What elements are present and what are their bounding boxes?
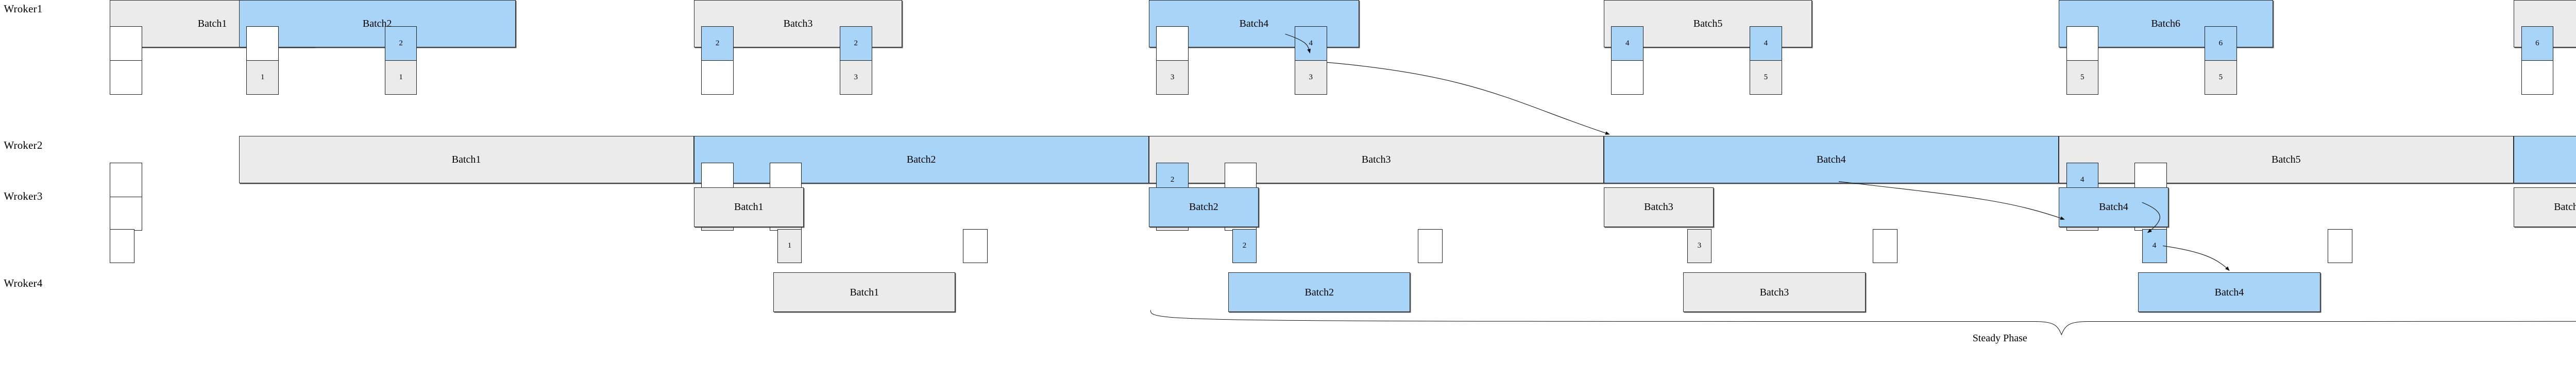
micro-cell[interactable] — [1873, 229, 1898, 263]
micro-cell[interactable]: 4 — [1611, 26, 1644, 61]
micro-stack-worker3-2 — [963, 229, 988, 263]
batch-bar-worker1-batch2[interactable]: Batch2 — [239, 0, 516, 47]
arrow-micro4-to-worker2bar — [1327, 62, 1612, 136]
micro-cell[interactable]: 4 — [2142, 229, 2167, 263]
micro-stack-worker3-4 — [1418, 229, 1443, 263]
micro-stack-worker3-8 — [2328, 229, 2353, 263]
micro-cell[interactable]: 2 — [839, 26, 872, 61]
batch-bar-worker2-batch5[interactable]: Batch5 — [2058, 136, 2514, 184]
micro-cell[interactable] — [246, 26, 279, 61]
micro-cell[interactable] — [1611, 61, 1644, 95]
micro-cell[interactable]: 3 — [1295, 61, 1327, 95]
micro-cell[interactable]: 1 — [246, 61, 279, 95]
micro-stack-worker3-5: 3 — [1687, 229, 1712, 263]
micro-cell[interactable] — [2066, 26, 2099, 61]
micro-cell[interactable]: 5 — [2205, 61, 2237, 95]
micro-cell[interactable] — [2328, 229, 2353, 263]
micro-cell[interactable] — [110, 162, 142, 197]
steady-phase-brace — [1150, 310, 2576, 335]
micro-cell[interactable] — [110, 26, 142, 61]
batch-bar-worker3-batch4[interactable]: Batch4 — [2058, 187, 2169, 227]
micro-cell[interactable]: 2 — [384, 26, 417, 61]
micro-stack-worker3-1: 1 — [777, 229, 802, 263]
micro-cell[interactable] — [1156, 26, 1189, 61]
micro-stack-worker3-6 — [1873, 229, 1898, 263]
micro-cell[interactable] — [110, 229, 135, 263]
row-label-worker4: Wroker4 — [4, 277, 43, 289]
batch-bar-worker4-batch2[interactable]: Batch2 — [1228, 272, 1411, 312]
micro-cell[interactable]: 2 — [701, 26, 734, 61]
row-label-worker3: Wroker3 — [4, 190, 43, 203]
row-label-worker2: Wroker2 — [4, 138, 43, 151]
micro-cell[interactable] — [701, 61, 734, 95]
micro-stack-worker3-7: 4 — [2142, 229, 2167, 263]
steady-phase-label: Steady Phase — [1972, 332, 2027, 344]
micro-stack-worker1-11: 6 — [2521, 26, 2554, 95]
micro-stack-worker2-0 — [110, 162, 142, 231]
micro-cell[interactable]: 6 — [2205, 26, 2237, 61]
row-label-worker1: Wroker1 — [4, 3, 43, 15]
batch-bar-worker2-batch4[interactable]: Batch4 — [1603, 136, 2059, 184]
micro-cell[interactable]: 3 — [1687, 229, 1712, 263]
arrow-micro4-to-worker4bar — [2163, 246, 2231, 272]
batch-bar-worker3-batch2[interactable]: Batch2 — [1148, 187, 1259, 227]
batch-bar-worker4-batch3[interactable]: Batch3 — [1683, 272, 1866, 312]
arrow-worker2batch4-to-micro — [1839, 182, 2066, 221]
batch-bar-worker2-batch6[interactable]: Batch6 — [2513, 136, 2576, 184]
micro-stack-worker1-7: 4 — [1611, 26, 1644, 95]
micro-cell[interactable]: 6 — [2521, 26, 2554, 61]
batch-bar-worker2-batch3[interactable]: Batch3 — [1148, 136, 1604, 184]
batch-bar-worker3-batch1[interactable]: Batch1 — [693, 187, 804, 227]
micro-cell[interactable]: 5 — [1750, 61, 1782, 95]
micro-cell[interactable]: 3 — [839, 61, 872, 95]
micro-cell[interactable]: 1 — [777, 229, 802, 263]
micro-cell[interactable]: 4 — [1750, 26, 1782, 61]
micro-stack-worker1-1: 1 — [246, 26, 279, 95]
micro-cell[interactable] — [2521, 61, 2554, 95]
micro-cell[interactable]: 5 — [2066, 61, 2099, 95]
micro-stack-worker3-0 — [110, 229, 135, 263]
batch-bar-worker2-batch2[interactable]: Batch2 — [693, 136, 1149, 184]
micro-cell[interactable]: 4 — [1295, 26, 1327, 61]
micro-stack-worker1-0 — [110, 26, 142, 95]
micro-cell[interactable] — [1418, 229, 1443, 263]
micro-stack-worker1-3: 2 — [701, 26, 734, 95]
micro-cell[interactable] — [110, 197, 142, 231]
micro-cell[interactable]: 3 — [1156, 61, 1189, 95]
micro-cell[interactable] — [110, 61, 142, 95]
micro-cell[interactable]: 1 — [384, 61, 417, 95]
micro-cell[interactable]: 2 — [1232, 229, 1257, 263]
batch-bar-worker3-batch3[interactable]: Batch3 — [1603, 187, 1714, 227]
micro-stack-worker1-9: 5 — [2066, 26, 2099, 95]
batch-bar-worker4-batch1[interactable]: Batch1 — [773, 272, 956, 312]
batch-bar-worker3-batch5[interactable]: Batch5 — [2513, 187, 2576, 227]
micro-cell[interactable] — [963, 229, 988, 263]
batch-bar-worker2-batch1[interactable]: Batch1 — [239, 136, 694, 184]
micro-stack-worker3-3: 2 — [1232, 229, 1257, 263]
micro-stack-worker1-5: 3 — [1156, 26, 1189, 95]
batch-bar-worker4-batch4[interactable]: Batch4 — [2138, 272, 2320, 312]
